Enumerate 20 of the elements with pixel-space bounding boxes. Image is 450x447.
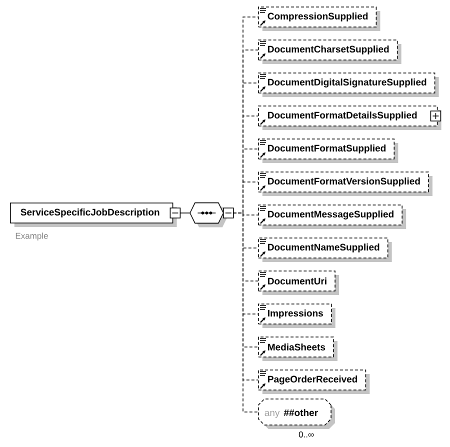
element-box: DocumentFormatDetailsSupplied [258,106,442,130]
element-box: DocumentFormatSupplied [258,138,398,163]
element-box: DocumentNameSupplied [258,238,392,262]
element-box: ServiceSpecificJobDescription [10,202,177,227]
element-box: CompressionSupplied [258,6,380,31]
element-box: DocumentCharsetSupplied [258,40,402,64]
element-box: MediaSheets [258,336,338,361]
element-box: Impressions [258,304,336,328]
annotation-text: Example [16,232,48,241]
element-box: PageOrderReceived [258,370,370,394]
element-box: DocumentMessageSupplied [258,204,406,229]
element-box: DocumentFormatVersionSupplied [258,172,432,196]
wildcard-box [258,398,336,429]
keyword-text: any [264,410,280,418]
connector-line [180,212,190,214]
element-box: DocumentUri [258,270,340,295]
occurrence-label: 0..∞ [298,431,314,438]
namespace-text: ##other [284,409,318,416]
element-box: DocumentDigitalSignatureSupplied [258,72,439,97]
connector-line [233,212,258,412]
